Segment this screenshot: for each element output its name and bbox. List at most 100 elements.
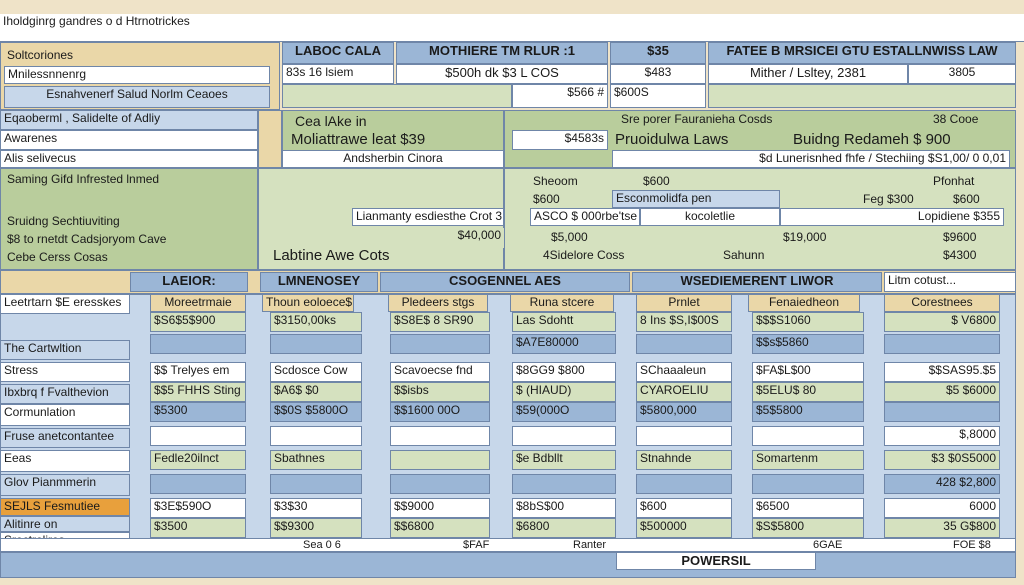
- grid-cell[interactable]: $ V6800: [884, 312, 1000, 332]
- col-head-7[interactable]: Litm cotust...: [884, 272, 1016, 292]
- grid-cell[interactable]: $A7E80000: [512, 334, 616, 354]
- col-subheader[interactable]: Moreetrmaie: [150, 294, 246, 312]
- grid-cell[interactable]: Fedle20ilnct: [150, 450, 246, 470]
- grid-cell[interactable]: Scavoecse fnd: [390, 362, 490, 382]
- second-lianmanty[interactable]: Lianmanty esdiesthe Crot 3: [352, 208, 504, 226]
- grid-cell[interactable]: $$9000: [390, 498, 490, 518]
- header-s500h[interactable]: $500h dk $3 L COS: [396, 64, 608, 84]
- grid-cell[interactable]: $8bS$00: [512, 498, 616, 518]
- header-mither[interactable]: Mither / Lsltey, 2381: [708, 64, 908, 84]
- grid-cell[interactable]: Las Sdohtt: [512, 312, 616, 332]
- grid-cell[interactable]: $$0S $5800O: [270, 402, 362, 422]
- mid-label-3[interactable]: Alis selivecus: [0, 150, 258, 168]
- grid-cell[interactable]: [884, 334, 1000, 354]
- grid-cell[interactable]: $3150,00ks: [270, 312, 362, 332]
- grid-cell[interactable]: 428 $2,800: [884, 474, 1000, 494]
- header-s566[interactable]: $566 #: [512, 84, 608, 108]
- grid-cell[interactable]: Somartenm: [752, 450, 864, 470]
- grid-cell[interactable]: $3$30: [270, 498, 362, 518]
- col-subheader[interactable]: Fenaiedheon: [748, 294, 860, 312]
- grid-cell[interactable]: $600: [636, 498, 732, 518]
- grid-cell[interactable]: 35 G$800: [884, 518, 1000, 538]
- grid-cell[interactable]: $S8E$ 8 SR90: [390, 312, 490, 332]
- grid-cell[interactable]: [270, 334, 362, 354]
- grid-cell[interactable]: $,8000: [884, 426, 1000, 446]
- header-fatee[interactable]: FATEE B MRSICEI GTU ESTALLNWISS LAW: [708, 42, 1016, 64]
- grid-cell[interactable]: [752, 474, 864, 494]
- col-head-3[interactable]: CSOGENNEL AES: [380, 272, 630, 292]
- grid-cell[interactable]: 6000: [884, 498, 1000, 518]
- grid-cell[interactable]: $59(000O: [512, 402, 616, 422]
- grid-cell[interactable]: $500000: [636, 518, 732, 538]
- grid-cell[interactable]: [150, 474, 246, 494]
- col-subheader[interactable]: Corestnees: [884, 294, 1000, 312]
- header-s3805[interactable]: 3805: [908, 64, 1016, 84]
- second-asco[interactable]: ASCO $ 000rbe'tse: [530, 208, 640, 226]
- grid-cell[interactable]: [636, 334, 732, 354]
- grid-cell[interactable]: [884, 402, 1000, 422]
- row-label[interactable]: Leetrtarn $E eresskes: [0, 294, 130, 314]
- grid-cell[interactable]: [390, 426, 490, 446]
- grid-cell[interactable]: $6800: [512, 518, 616, 538]
- row-label[interactable]: Fruse anetcontantee: [0, 428, 130, 448]
- row-label[interactable]: The Cartwltion: [0, 340, 130, 360]
- grid-cell[interactable]: Stnahnde: [636, 450, 732, 470]
- grid-cell[interactable]: $$SAS95.$5: [884, 362, 1000, 382]
- grid-cell[interactable]: [636, 474, 732, 494]
- header-s600s[interactable]: $600S: [610, 84, 706, 108]
- grid-cell[interactable]: $3500: [150, 518, 246, 538]
- header-mothiere[interactable]: MOTHIERE TM RLUR :1: [396, 42, 608, 64]
- row-label[interactable]: Stress: [0, 362, 130, 382]
- grid-cell[interactable]: $$9300: [270, 518, 362, 538]
- grid-cell[interactable]: [390, 474, 490, 494]
- row-label[interactable]: Cormunlation: [0, 404, 130, 426]
- grid-cell[interactable]: $A6$ $0: [270, 382, 362, 402]
- row-label[interactable]: Eeas: [0, 450, 130, 472]
- grid-cell[interactable]: $e Bdbllt: [512, 450, 616, 470]
- grid-cell[interactable]: Sbathnes: [270, 450, 362, 470]
- mid-andsherbin[interactable]: Andsherbin Cinora: [282, 150, 504, 168]
- grid-cell[interactable]: [390, 334, 490, 354]
- grid-cell[interactable]: $$5 FHHS Sting: [150, 382, 246, 402]
- left-top-label-2[interactable]: Mnilessnnenrg: [4, 66, 270, 84]
- grid-cell[interactable]: $5300: [150, 402, 246, 422]
- grid-cell[interactable]: $6500: [752, 498, 864, 518]
- col-head-5[interactable]: WSEDIEMERENT LIWOR: [632, 272, 882, 292]
- grid-cell[interactable]: $S$5800: [752, 518, 864, 538]
- grid-cell[interactable]: $5 $6000: [884, 382, 1000, 402]
- col-head-1[interactable]: LAEIOR:: [130, 272, 248, 292]
- mid-s4583s[interactable]: $4583s: [512, 130, 608, 150]
- grid-cell[interactable]: SChaaaleun: [636, 362, 732, 382]
- grid-cell[interactable]: $3 $0S5000: [884, 450, 1000, 470]
- grid-cell[interactable]: $5$5800: [752, 402, 864, 422]
- row-label[interactable]: SEJLS Fesmutiee: [0, 498, 130, 516]
- grid-cell[interactable]: 8 Ins $S,I$00S: [636, 312, 732, 332]
- second-esconmolidfa[interactable]: Esconmolidfa pen: [612, 190, 780, 208]
- grid-cell[interactable]: [390, 450, 490, 470]
- header-labc-cala[interactable]: LABOC CALA: [282, 42, 394, 64]
- grid-cell[interactable]: [270, 426, 362, 446]
- grid-cell[interactable]: $ (HIAUD): [512, 382, 616, 402]
- header-eigs[interactable]: 83s 16 lsiem: [282, 64, 394, 84]
- col-subheader[interactable]: Runa stcere: [510, 294, 614, 312]
- grid-cell[interactable]: [512, 426, 616, 446]
- row-label[interactable]: Glov Pianmmerin: [0, 474, 130, 496]
- grid-cell[interactable]: CYAROELIU: [636, 382, 732, 402]
- grid-cell[interactable]: [512, 474, 616, 494]
- col-subheader[interactable]: Thoun eoloece$: [262, 294, 354, 312]
- grid-cell[interactable]: [150, 426, 246, 446]
- col-subheader[interactable]: Pledeers stgs: [388, 294, 488, 312]
- col-head-2[interactable]: LMNENOSEY: [260, 272, 378, 292]
- grid-cell[interactable]: Scdosce Cow: [270, 362, 362, 382]
- second-lopidiene[interactable]: Lopidiene $355: [780, 208, 1004, 226]
- mid-label-2[interactable]: Awarenes: [0, 130, 258, 150]
- grid-cell[interactable]: $$6800: [390, 518, 490, 538]
- grid-cell[interactable]: [150, 334, 246, 354]
- grid-cell[interactable]: $$s$5860: [752, 334, 864, 354]
- grid-cell[interactable]: $5ELU$ 80: [752, 382, 864, 402]
- header-s483[interactable]: $483: [610, 64, 706, 84]
- grid-cell[interactable]: $$isbs: [390, 382, 490, 402]
- row-label[interactable]: Ibxbrq f Fvalthevion: [0, 384, 130, 404]
- grid-cell[interactable]: $8GG9 $800: [512, 362, 616, 382]
- grid-cell[interactable]: [636, 426, 732, 446]
